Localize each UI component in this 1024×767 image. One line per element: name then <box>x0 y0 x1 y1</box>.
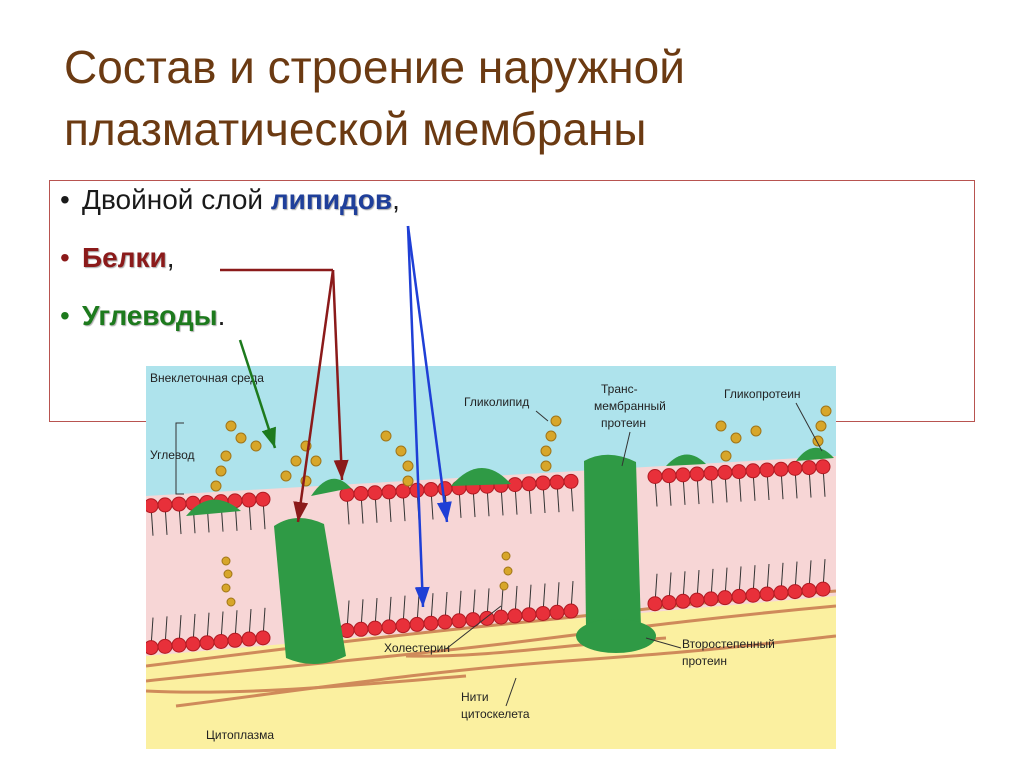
label-secondary-protein-2: протеин <box>682 654 727 668</box>
peripheral-protein-1 <box>186 499 241 516</box>
lipid-head <box>563 473 579 489</box>
label-cholesterol: Холестерин <box>384 641 450 655</box>
label-filaments-2: цитоскелета <box>461 707 530 721</box>
bullet-proteins: • Белки, <box>60 241 400 299</box>
slide-title: Состав и строение наружной плазматическо… <box>64 36 964 160</box>
title-line-1: Состав и строение наружной <box>64 41 685 93</box>
label-filaments-1: Нити <box>461 690 489 704</box>
bullet-dot: • <box>60 300 70 331</box>
bullet-text: Белки, <box>82 242 175 273</box>
label-glycolipid: Гликолипид <box>464 395 529 409</box>
label-cytoplasm: Цитоплазма <box>206 728 274 742</box>
arrow-carbohydrates <box>238 339 277 449</box>
bullet-carbohydrates: • Углеводы. <box>60 299 400 357</box>
keyword-proteins: Белки <box>82 242 167 273</box>
label-glycoprotein: Гликопротеин <box>724 387 801 401</box>
label-transmembrane-1: Транс- <box>601 382 638 396</box>
label-extracellular: Внеклеточная среда <box>150 371 264 385</box>
lipid-head <box>255 630 271 646</box>
peripheral-protein-5 <box>796 447 834 461</box>
arrow-lipids <box>406 225 452 608</box>
lipid-head <box>255 491 271 507</box>
transmembrane-protein-left <box>274 517 346 665</box>
label-secondary-protein-1: Второстепенный <box>682 637 775 651</box>
label-carbohydrate: Углевод <box>150 448 195 462</box>
keyword-lipids: липидов <box>270 184 393 215</box>
bullet-dot: • <box>60 242 70 273</box>
keyword-carbohydrates: Углеводы <box>82 300 218 331</box>
carbohydrate-chains <box>210 405 832 607</box>
membrane-diagram: Внеклеточная среда Углевод Гликолипид Тр… <box>146 366 836 749</box>
inner-lipid-layer <box>146 559 831 656</box>
title-line-2: плазматической мембраны <box>64 103 647 155</box>
bullet-lipids: • Двойной слой липидов, <box>60 183 400 241</box>
lipid-head <box>563 603 579 619</box>
bullet-list: • Двойной слой липидов, • Белки, • Углев… <box>60 183 400 357</box>
lipid-head <box>815 459 831 475</box>
arrow-proteins <box>220 268 349 523</box>
proteins <box>186 447 834 665</box>
bullet-dot: • <box>60 184 70 215</box>
peripheral-protein-2 <box>311 478 351 496</box>
leader-lines <box>445 402 823 707</box>
lipid-head <box>815 581 831 597</box>
peripheral-protein-4 <box>666 454 706 466</box>
peripheral-protein-3 <box>451 467 511 486</box>
bullet-text: Двойной слой липидов, <box>82 184 400 215</box>
transmembrane-protein-right <box>584 454 641 635</box>
carbohydrate-bracket <box>175 422 184 495</box>
cytoskeleton-filaments <box>146 589 836 708</box>
bullet-text: Углеводы. <box>82 300 226 331</box>
secondary-protein <box>576 619 656 653</box>
label-transmembrane-3: протеин <box>601 416 646 430</box>
label-transmembrane-2: мембранный <box>594 399 666 413</box>
